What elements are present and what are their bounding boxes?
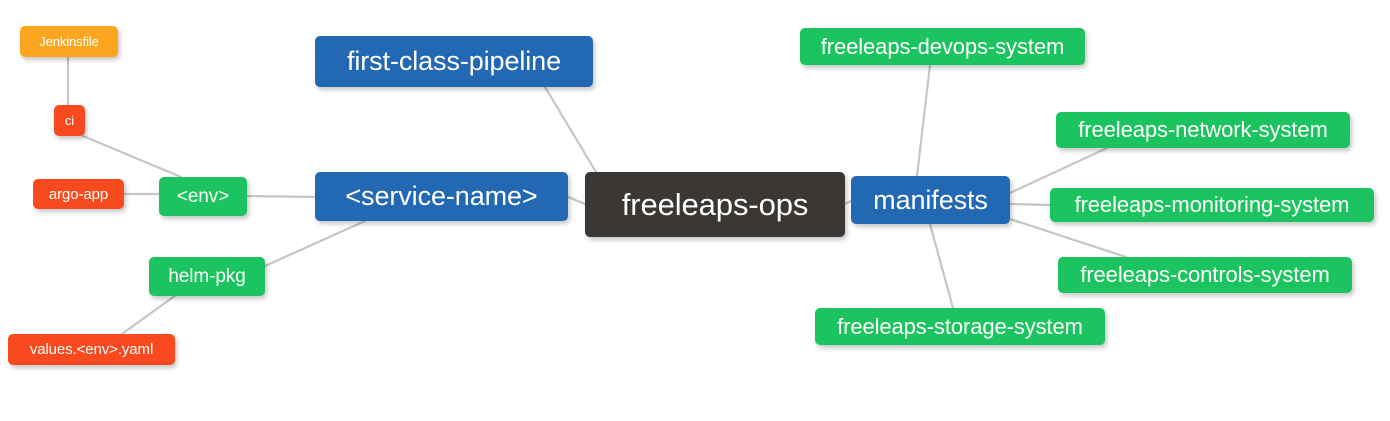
node-freeleaps-storage-system[interactable]: freeleaps-storage-system <box>815 308 1105 345</box>
edge-env-ci <box>81 134 183 179</box>
node-label: Jenkinsfile <box>39 34 99 49</box>
node-label: freeleaps-network-system <box>1078 117 1328 142</box>
node-freeleaps-ops[interactable]: freeleaps-ops <box>585 172 845 237</box>
node-label: first-class-pipeline <box>346 46 562 76</box>
node-freeleaps-devops-system[interactable]: freeleaps-devops-system <box>800 28 1085 65</box>
node-jenkinsfile[interactable]: Jenkinsfile <box>20 26 118 57</box>
node-first-class-pipeline[interactable]: first-class-pipeline <box>315 36 593 87</box>
node-env[interactable]: <env> <box>159 177 247 216</box>
edge-manifests-storage <box>928 222 955 310</box>
node-label: manifests <box>873 184 988 215</box>
edge-root-pipeline <box>543 85 598 174</box>
node-freeleaps-controls-system[interactable]: freeleaps-controls-system <box>1058 257 1352 293</box>
node-label: freeleaps-ops <box>621 187 809 222</box>
node-ci[interactable]: ci <box>54 105 85 136</box>
node-freeleaps-monitoring-system[interactable]: freeleaps-monitoring-system <box>1050 188 1374 222</box>
node-label: <service-name> <box>345 181 538 211</box>
node-freeleaps-network-system[interactable]: freeleaps-network-system <box>1056 112 1350 148</box>
node-label: helm-pkg <box>168 266 246 287</box>
node-argo-app[interactable]: argo-app <box>33 179 124 209</box>
node-label: freeleaps-devops-system <box>820 33 1065 59</box>
edge-helm-values <box>120 293 178 336</box>
node-label: <env> <box>176 186 230 207</box>
edge-manifests-devops <box>915 63 932 178</box>
node-label: freeleaps-controls-system <box>1080 262 1330 287</box>
edge-manifests-network <box>1008 146 1109 195</box>
node-service-name[interactable]: <service-name> <box>315 172 568 221</box>
node-manifests[interactable]: manifests <box>851 176 1010 224</box>
node-label: argo-app <box>48 185 109 203</box>
edge-root-service <box>566 195 587 206</box>
edge-manifests-monitoring <box>1008 202 1052 207</box>
edge-service-env <box>245 194 317 199</box>
node-values-yaml[interactable]: values.<env>.yaml <box>8 334 175 365</box>
node-label: freeleaps-storage-system <box>837 313 1083 339</box>
node-label: freeleaps-monitoring-system <box>1074 192 1350 217</box>
node-label: values.<env>.yaml <box>29 341 154 358</box>
node-helm-pkg[interactable]: helm-pkg <box>149 257 265 296</box>
edge-service-helm <box>263 219 367 268</box>
node-label: ci <box>64 113 75 128</box>
edge-manifests-controls <box>1008 217 1128 259</box>
